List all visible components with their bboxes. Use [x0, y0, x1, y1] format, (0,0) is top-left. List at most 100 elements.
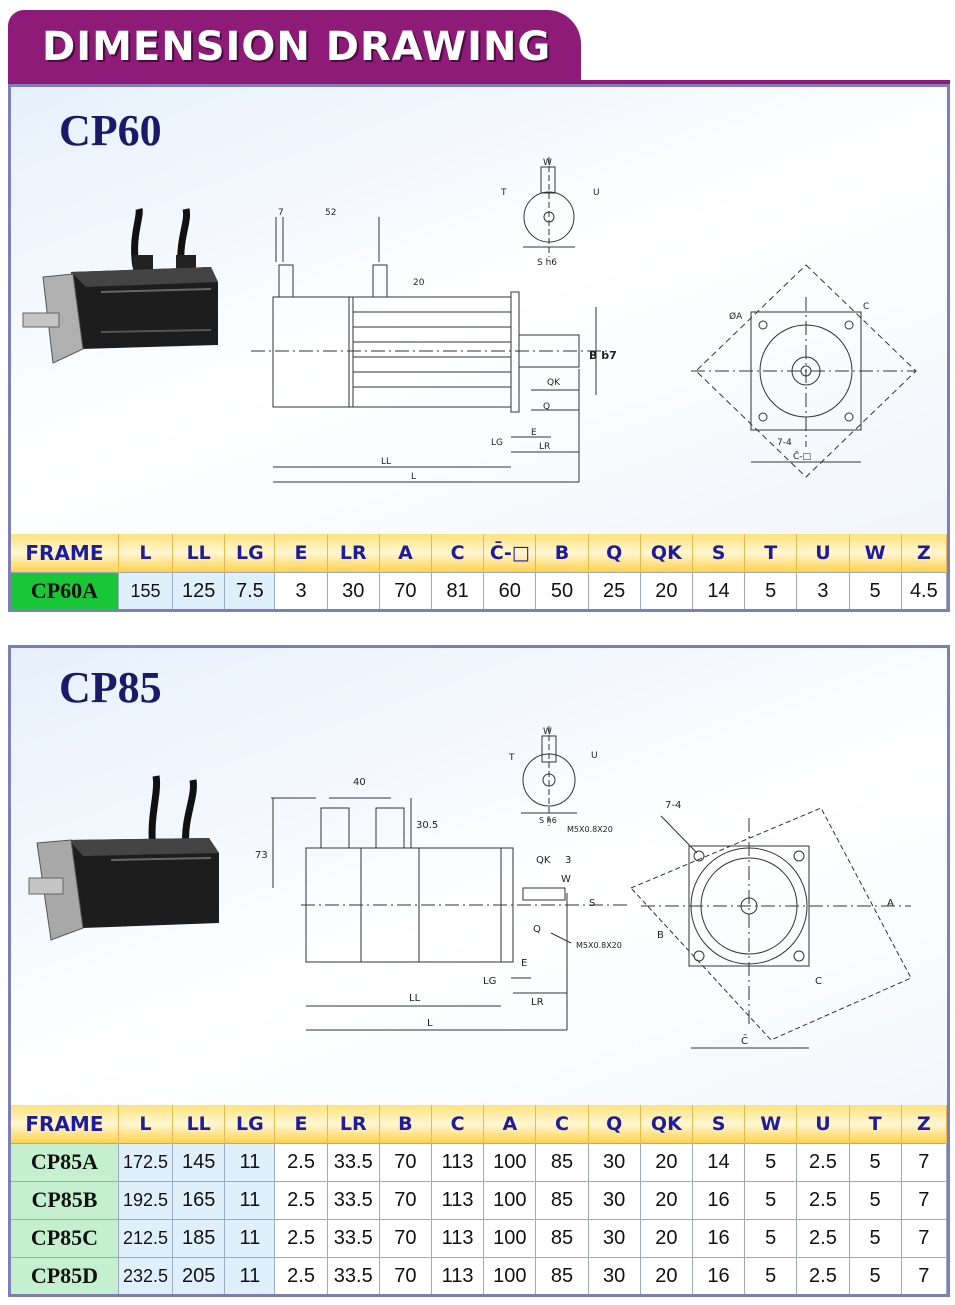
dim-e: E [531, 428, 537, 438]
dim-b: B [657, 930, 664, 941]
col-header: Z [901, 1105, 947, 1143]
col-header: C [535, 1105, 589, 1143]
dim-40: 40 [353, 777, 366, 788]
col-header: L [118, 1105, 174, 1143]
table-cell: 125 [172, 571, 226, 609]
table-cell: 60 [483, 571, 537, 609]
col-header: E [274, 534, 328, 572]
table-cell: 5 [849, 1256, 902, 1294]
dim-7: 7 [278, 208, 284, 218]
table-cell: 30 [588, 1180, 641, 1219]
table-cell: 172.5 [118, 1142, 174, 1181]
table-cell: 33.5 [327, 1180, 380, 1219]
table-cell: 81 [431, 571, 485, 609]
col-header: U [796, 534, 850, 572]
table-cell: 3 [274, 571, 328, 609]
frame-cell: CP85A [11, 1142, 119, 1181]
table-cell: 16 [692, 1256, 746, 1294]
dim-qk: QK [547, 378, 561, 388]
col-header: W [849, 534, 902, 572]
dim-lr: LR [531, 997, 544, 1008]
col-header: T [849, 1105, 902, 1143]
table-cell: 113 [431, 1180, 485, 1219]
dim-lg: LG [483, 976, 496, 987]
col-header: C [431, 534, 485, 572]
cp85-panel: CP85 [8, 645, 950, 1297]
cp85-drawing: 40 30.5 73 LL L LG E LR QK 3 W S Q M5X0.… [28, 726, 912, 1049]
table-cell: 11 [224, 1256, 276, 1294]
table-cell: 5 [849, 571, 902, 609]
dim-t: T [508, 753, 515, 763]
table-cell: 30 [327, 571, 380, 609]
col-header: LR [327, 1105, 380, 1143]
table-cell: 25 [588, 571, 641, 609]
col-header: C [431, 1105, 485, 1143]
dim-q: Q [533, 924, 541, 935]
header: DIMENSION DRAWING [0, 0, 955, 86]
table-cell: 192.5 [118, 1180, 174, 1219]
col-header: QK [640, 1105, 693, 1143]
col-header: LG [224, 1105, 276, 1143]
cp60-panel: CP60 [8, 84, 950, 612]
table-cell: 85 [535, 1256, 589, 1294]
table-cell: 85 [535, 1218, 589, 1257]
table-cell: 113 [431, 1142, 485, 1181]
col-header: A [483, 1105, 537, 1143]
dim-3: 3 [565, 855, 571, 866]
table-cell: 5 [744, 1256, 798, 1294]
table-cell: 30 [588, 1218, 641, 1257]
table-cell: 16 [692, 1180, 746, 1219]
table-cell: 232.5 [118, 1256, 174, 1294]
table-cell: 5 [849, 1142, 902, 1181]
table-cell: 2.5 [274, 1256, 328, 1294]
dim-w: W [561, 874, 571, 885]
table-row: CP85B 192.5 165 11 2.5 33.5 70 113 100 8… [11, 1180, 947, 1219]
table-cell: 85 [535, 1142, 589, 1181]
table-cell: 2.5 [796, 1218, 850, 1257]
table-cell: 100 [483, 1142, 537, 1181]
dim-qk: QK [536, 855, 551, 866]
table-cell: 100 [483, 1256, 537, 1294]
table-header-row: FRAME L LL LG E LR A C C̄-□ B Q QK S T U… [11, 534, 947, 572]
table-cell: 113 [431, 1256, 485, 1294]
table-cell: 11 [224, 1142, 276, 1181]
frame-cell: CP85D [11, 1256, 119, 1294]
table-cell: 5 [849, 1218, 902, 1257]
table-cell: 11 [224, 1180, 276, 1219]
dim-m5-upper: M5X0.8X20 [567, 825, 613, 834]
table-row: CP85D 232.5 205 11 2.5 33.5 70 113 100 8… [11, 1256, 947, 1294]
cp85-motor-photo [28, 775, 219, 941]
table-cell: 7 [901, 1218, 947, 1257]
cp60-shaft-end-view [523, 157, 575, 257]
table-cell: 100 [483, 1218, 537, 1257]
col-header: Q [588, 1105, 641, 1143]
table-row: CP60A 155 125 7.5 3 30 70 81 60 50 25 20… [11, 571, 947, 609]
table-cell: 155 [118, 571, 174, 609]
cp60-drawing: 7 52 20 LL L LG E LR Q QK B b7 W T U S h… [22, 157, 917, 483]
table-cell: 33.5 [327, 1256, 380, 1294]
table-cell: 16 [692, 1218, 746, 1257]
table-cell: 5 [744, 1218, 798, 1257]
col-header: LG [224, 534, 276, 572]
table-cell: 20 [640, 1256, 693, 1294]
dim-ll: LL [381, 457, 391, 467]
dim-t: T [500, 188, 507, 198]
table-cell: 11 [224, 1218, 276, 1257]
table-cell: 212.5 [118, 1218, 174, 1257]
frame-cell: CP85B [11, 1180, 119, 1219]
cp85-flange-view [630, 807, 912, 1049]
table-cell: 7 [901, 1256, 947, 1294]
table-cell: 2.5 [796, 1256, 850, 1294]
dim-lg: LG [491, 438, 503, 448]
dim-s: S h6 [537, 258, 557, 268]
table-cell: 185 [172, 1218, 226, 1257]
header-rule [8, 80, 950, 84]
dim-m5-lower: M5X0.8X20 [576, 941, 622, 950]
table-cell: 33.5 [327, 1218, 380, 1257]
dim-ll: LL [409, 993, 421, 1004]
table-cell: 70 [379, 571, 433, 609]
dim-w-top: W [543, 727, 552, 737]
dim-52: 52 [325, 208, 336, 218]
col-header: QK [640, 534, 693, 572]
